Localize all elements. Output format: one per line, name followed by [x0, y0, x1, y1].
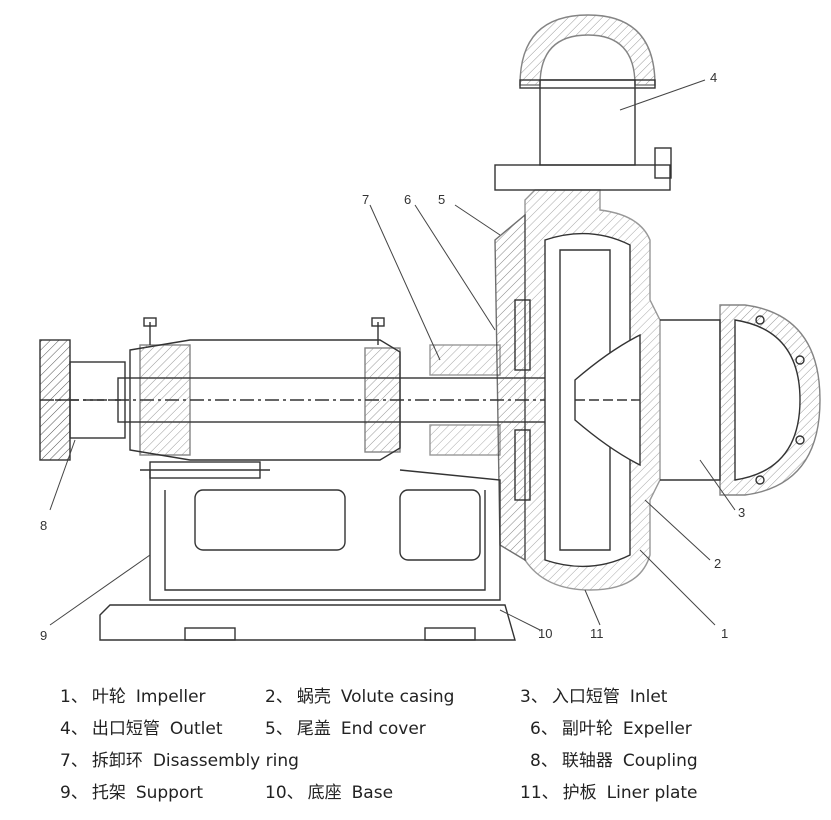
callout-9: 9 — [40, 628, 48, 643]
callout-6: 6 — [404, 192, 412, 207]
leader-lines — [49, 79, 736, 631]
callout-7: 7 — [362, 192, 370, 207]
support-frame-shape — [149, 469, 501, 601]
callout-3: 3 — [738, 505, 746, 520]
impeller-shape — [574, 333, 641, 467]
callout-8: 8 — [40, 518, 48, 533]
callout-2: 2 — [714, 556, 722, 571]
pump-cross-section-drawing — [39, 14, 821, 641]
callout-4: 4 — [710, 70, 718, 85]
callout-5: 5 — [438, 192, 446, 207]
callout-10: 10 — [538, 626, 553, 641]
callout-1: 1 — [721, 626, 729, 641]
callout-11: 11 — [590, 626, 604, 641]
bearing-housing-shape — [129, 317, 401, 479]
base-shape — [99, 604, 516, 641]
inlet-shape — [660, 304, 821, 496]
outlet-shape — [494, 14, 672, 191]
